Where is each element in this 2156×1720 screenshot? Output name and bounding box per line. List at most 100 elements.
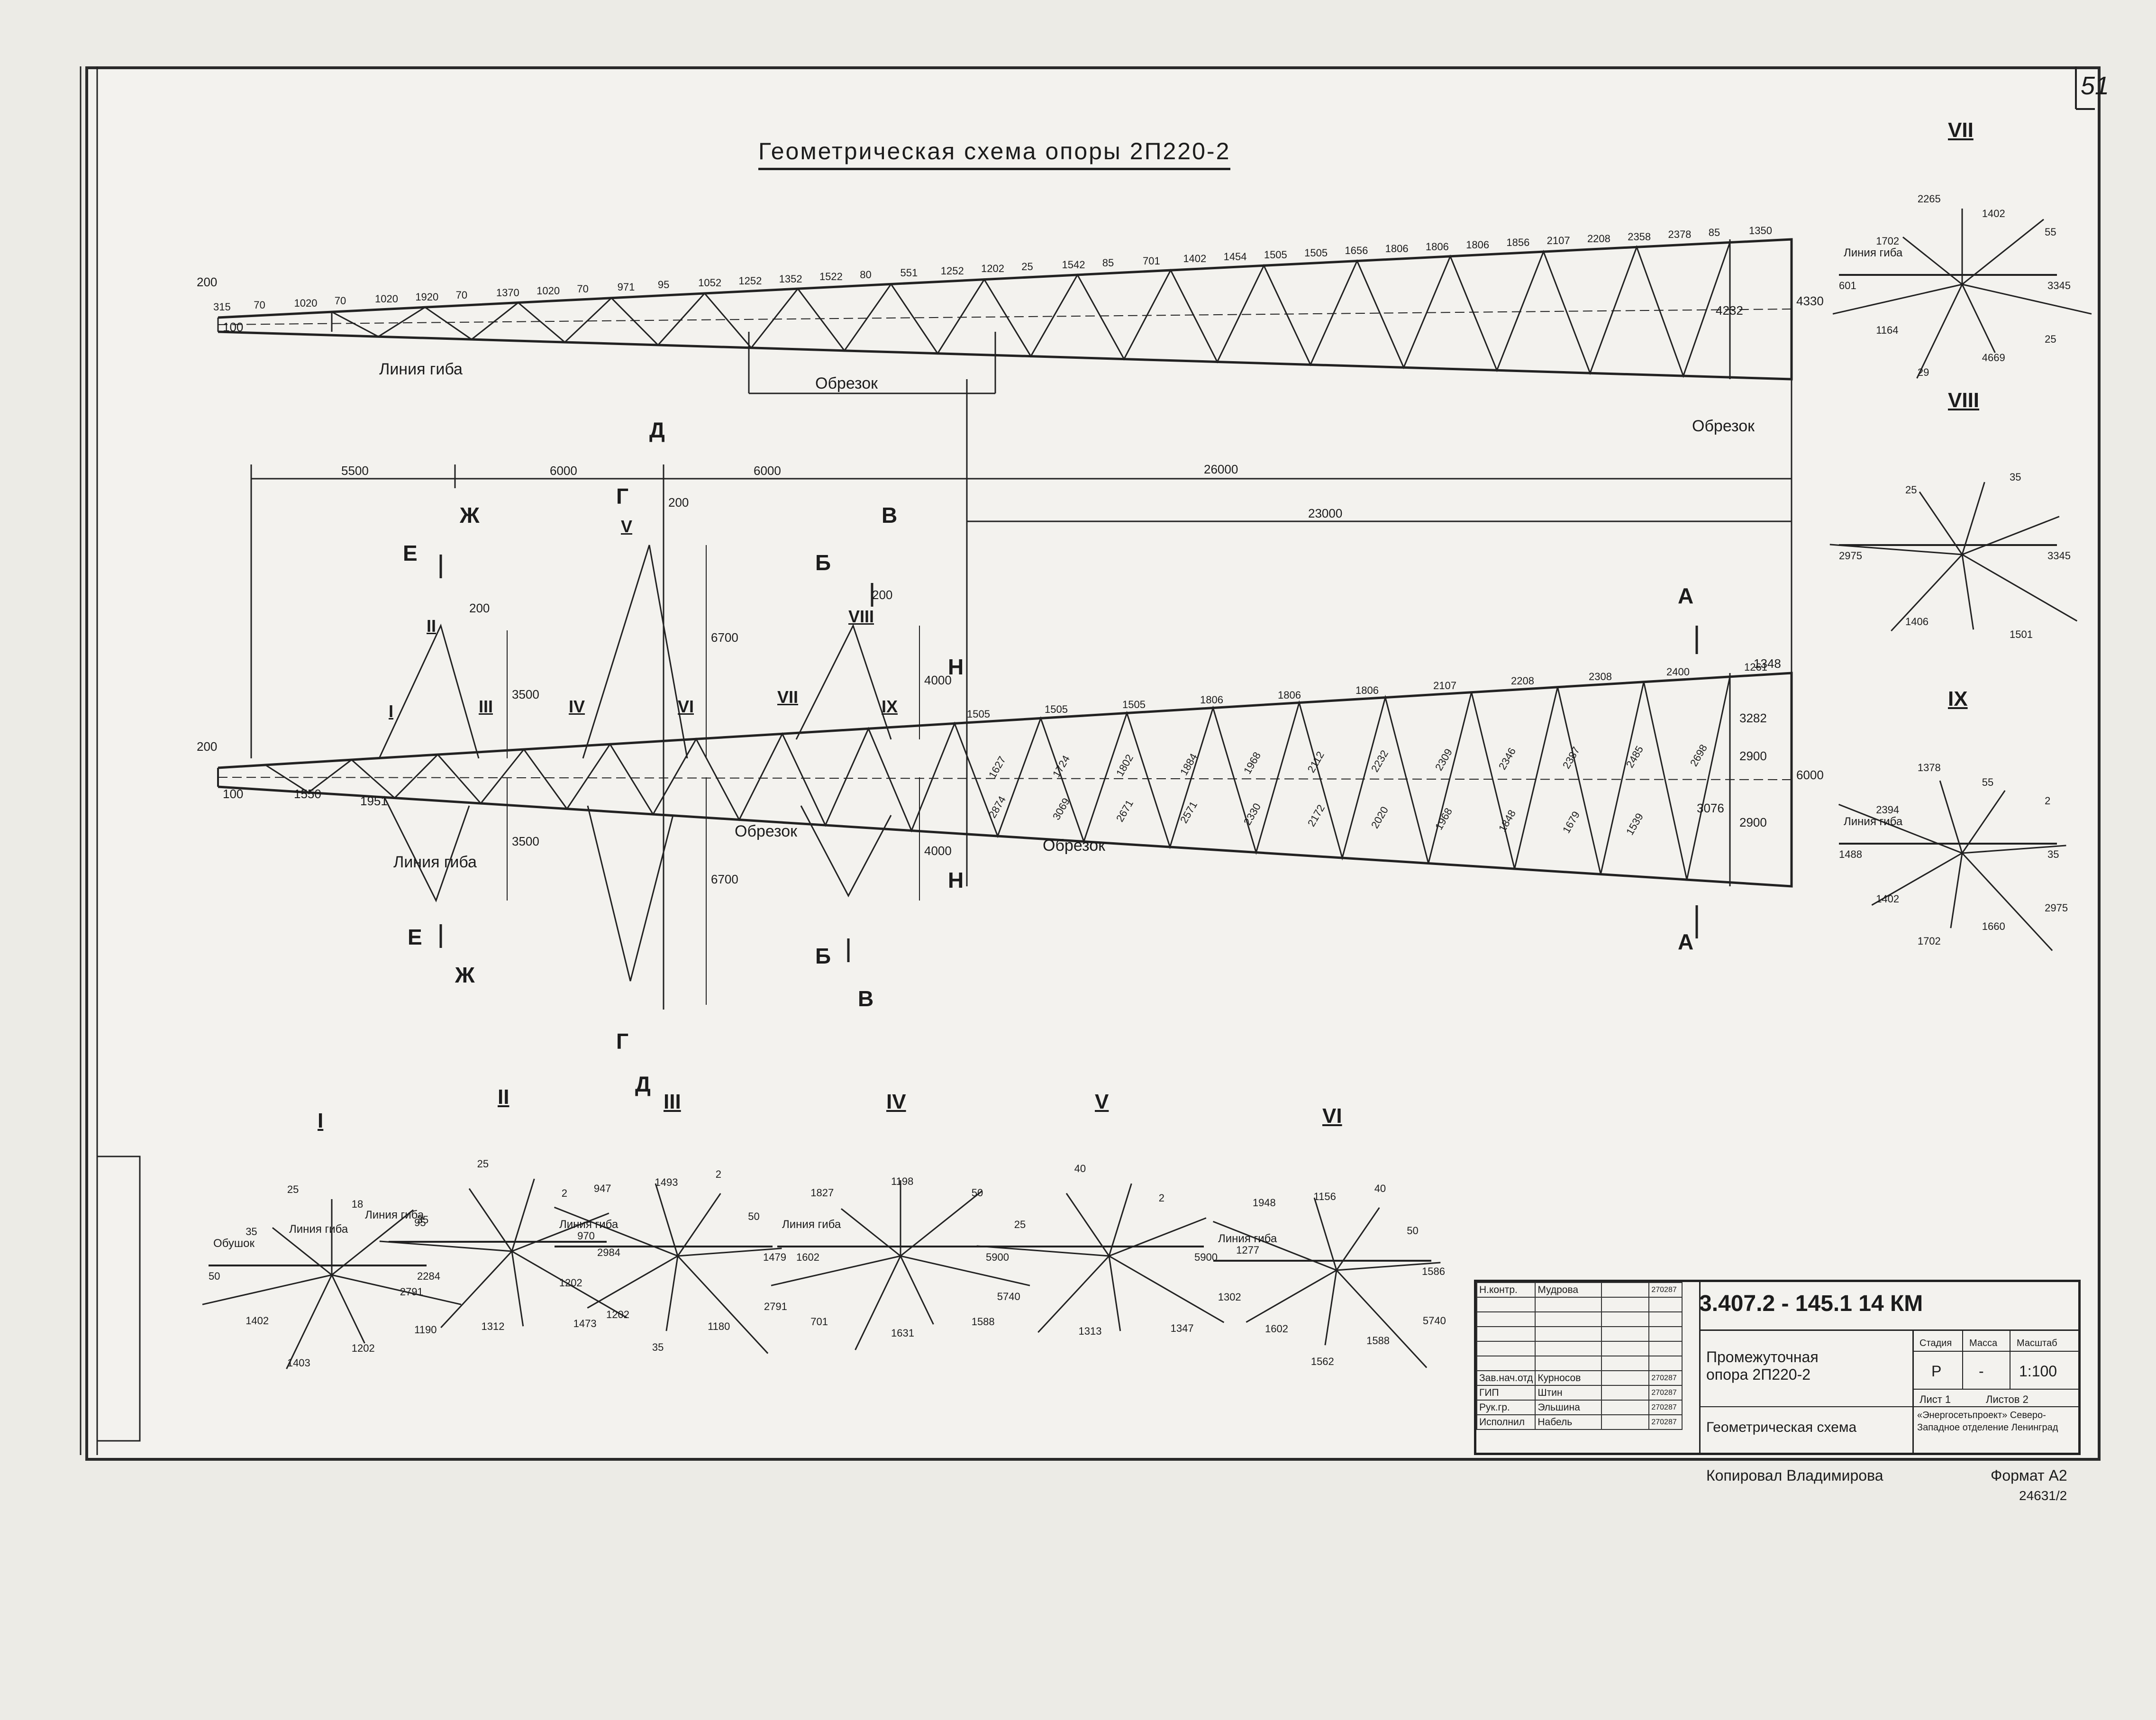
signature-cell bbox=[1601, 1282, 1650, 1298]
bend-line-label: Линия гиба bbox=[393, 853, 477, 871]
approval-role: ГИП bbox=[1476, 1385, 1536, 1401]
detail-dim: 35 bbox=[652, 1341, 664, 1354]
panel-dim: 1656 bbox=[1345, 245, 1368, 257]
panel-dim: 70 bbox=[254, 299, 265, 311]
chord-dim: 1505 bbox=[1045, 703, 1068, 715]
cut-label: Обрезок bbox=[735, 822, 797, 840]
inventory-number: 24631/2 bbox=[2019, 1488, 2067, 1503]
empty-row bbox=[1476, 1356, 1683, 1371]
approval-name: Эльшина bbox=[1535, 1400, 1602, 1415]
knot-label: VI bbox=[678, 697, 694, 716]
side-dim: 200 bbox=[872, 588, 893, 602]
section-letter: Г bbox=[616, 484, 629, 509]
front-left-dim: 100 bbox=[223, 787, 244, 801]
detail-dim: 5900 bbox=[986, 1251, 1009, 1263]
detail-dim: 2284 bbox=[417, 1270, 440, 1282]
panel-dim: 2378 bbox=[1668, 228, 1692, 241]
stamp-subtitle: Геометрическая схема bbox=[1706, 1420, 1857, 1435]
knot-label: VII bbox=[777, 687, 799, 707]
panel-dim: 1370 bbox=[496, 287, 519, 299]
approval-name: Штин bbox=[1535, 1385, 1602, 1401]
side-dim: 4000 bbox=[924, 844, 952, 858]
panel-dim: 1806 bbox=[1466, 238, 1490, 251]
panel-dim: 971 bbox=[617, 281, 635, 293]
front-right-dim: 6000 bbox=[1796, 768, 1824, 782]
panel-dim: 1252 bbox=[738, 274, 762, 287]
panel-dim: 1020 bbox=[294, 297, 318, 309]
dim-label: 6000 bbox=[754, 464, 781, 478]
front-right-dim: 3076 bbox=[1697, 801, 1724, 815]
section-letter: Н bbox=[948, 655, 964, 679]
detail-dim: 18 bbox=[351, 1198, 364, 1210]
detail-dim: 5900 bbox=[1194, 1251, 1218, 1263]
panel-dim: 1806 bbox=[1425, 240, 1449, 253]
empty-row bbox=[1476, 1311, 1683, 1327]
empty-row bbox=[1476, 1297, 1683, 1312]
chord-dim: 2208 bbox=[1511, 675, 1534, 687]
detail-dim: 1702 bbox=[1917, 935, 1941, 947]
front-left-dim: 1951 bbox=[360, 794, 388, 808]
section-letter: А bbox=[1678, 929, 1694, 954]
panel-dim: 1252 bbox=[940, 264, 964, 277]
detail-dim: 2975 bbox=[1839, 550, 1862, 562]
detail-dim: 2 bbox=[2045, 795, 2051, 807]
panel-dim: 1522 bbox=[819, 271, 843, 283]
detail-dim: 601 bbox=[1839, 280, 1856, 291]
detail-dim: 1479 bbox=[763, 1251, 786, 1263]
front-right-dim: 3282 bbox=[1739, 711, 1767, 725]
stamp-org: «Энергосетьпроект» Северо-Западное отдел… bbox=[1917, 1410, 2058, 1433]
knot-label: I bbox=[389, 701, 394, 721]
detail-dim: 1588 bbox=[971, 1315, 995, 1328]
front-view-diagram bbox=[217, 483, 1793, 1010]
format-label: Формат А2 bbox=[1991, 1467, 2067, 1484]
side-dim: 4000 bbox=[924, 673, 952, 687]
detail-dim: 970 bbox=[577, 1229, 595, 1242]
detail-dim: 4669 bbox=[1982, 352, 2005, 364]
panel-dim: 2107 bbox=[1546, 235, 1570, 247]
detail-dim: 701 bbox=[810, 1315, 828, 1328]
detail-label: Линия гиба bbox=[365, 1209, 424, 1221]
detail-dim: 25 bbox=[1014, 1218, 1026, 1230]
detail-dim: 1202 bbox=[559, 1277, 582, 1289]
detail-dim: 95 bbox=[414, 1217, 426, 1229]
detail-dim: 50 bbox=[971, 1187, 983, 1199]
cut-label: Обрезок bbox=[815, 374, 878, 392]
dim-label: 5500 bbox=[341, 464, 369, 478]
detail-view-title: VII bbox=[1948, 118, 1974, 142]
top-right-dim: 4330 bbox=[1796, 294, 1824, 308]
detail-label: Линия гиба bbox=[1844, 815, 1903, 828]
section-letter: В bbox=[858, 986, 874, 1011]
detail-dim: 1702 bbox=[1876, 235, 1900, 247]
detail-dim: 1277 bbox=[1236, 1244, 1260, 1256]
section-letter: А bbox=[1678, 583, 1694, 608]
panel-dim: 1350 bbox=[1749, 224, 1772, 237]
detail-dim: 1602 bbox=[1265, 1322, 1288, 1335]
panel-dim: 85 bbox=[1102, 256, 1114, 269]
side-dim: 200 bbox=[469, 601, 490, 615]
panel-dim: 551 bbox=[900, 266, 918, 279]
panel-dim: 1505 bbox=[1304, 246, 1328, 259]
approval-role: Исполнил bbox=[1476, 1414, 1536, 1430]
detail-label: Линия гиба bbox=[1844, 246, 1903, 259]
approval-date: 270287 bbox=[1648, 1385, 1683, 1401]
detail-dim: 40 bbox=[1374, 1183, 1386, 1195]
detail-dim: 1562 bbox=[1310, 1356, 1334, 1368]
detail-dim: 2 bbox=[561, 1187, 567, 1199]
stamp-sheet: Лист 1 bbox=[1919, 1393, 1951, 1405]
side-dim: 6700 bbox=[711, 872, 738, 886]
signature-cell bbox=[1601, 1385, 1650, 1401]
detail-dim: 55 bbox=[2045, 226, 2056, 238]
copied-by-note: Копировал Владимирова bbox=[1706, 1467, 1883, 1484]
dim-label: 6000 bbox=[550, 464, 577, 478]
detail-dim: 2 bbox=[715, 1168, 721, 1181]
detail-dim: 1198 bbox=[891, 1175, 914, 1187]
knot-label: IV bbox=[569, 697, 585, 716]
chord-dim: 2400 bbox=[1666, 665, 1690, 678]
detail-dim: 1660 bbox=[1982, 920, 2005, 933]
